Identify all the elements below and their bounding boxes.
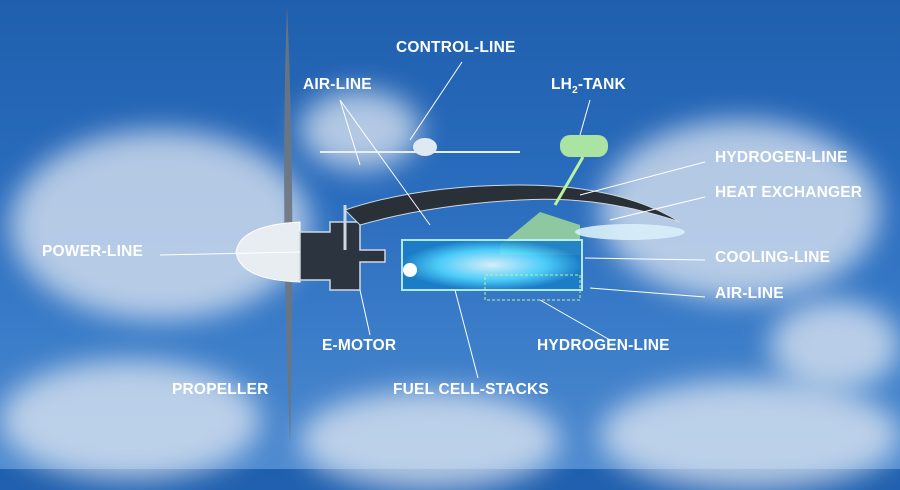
lh2-tank	[560, 135, 608, 157]
cloud	[0, 360, 260, 480]
aircraft-diagram	[159, 5, 706, 445]
cloud	[300, 90, 420, 170]
lh2-subscript: 2	[572, 85, 578, 97]
label-power-line: POWER-LINE	[42, 243, 144, 260]
label-hydrogen-line-bottom: HYDROGEN-LINE	[537, 337, 670, 354]
spinner	[235, 221, 301, 283]
cloud	[10, 130, 310, 320]
label-heat-exchanger: HEAT EXCHANGER	[715, 184, 863, 201]
lh2-prefix: LH	[551, 76, 573, 93]
cloud	[770, 300, 900, 390]
wing-frame	[344, 184, 681, 226]
e-motor	[299, 221, 386, 291]
heat-exchanger-fin	[575, 224, 685, 240]
control-unit	[413, 138, 437, 156]
label-air-line-top: AIR-LINE	[303, 76, 372, 93]
leader-lines	[159, 61, 706, 379]
label-hydrogen-line-top: HYDROGEN-LINE	[715, 149, 848, 166]
lh2-suffix: -TANK	[577, 76, 626, 93]
label-e-motor: E-MOTOR	[322, 337, 397, 354]
label-lh2-tank: LH2-TANK	[551, 76, 626, 96]
label-air-line-right: AIR-LINE	[715, 285, 784, 302]
label-control-line: CONTROL-LINE	[396, 39, 516, 56]
label-fuel-cell-stacks: FUEL CELL-STACKS	[393, 381, 549, 398]
fuel-cell-stacks	[401, 239, 583, 291]
label-cooling-line: COOLING-LINE	[715, 249, 831, 266]
label-propeller: PROPELLER	[172, 381, 269, 398]
